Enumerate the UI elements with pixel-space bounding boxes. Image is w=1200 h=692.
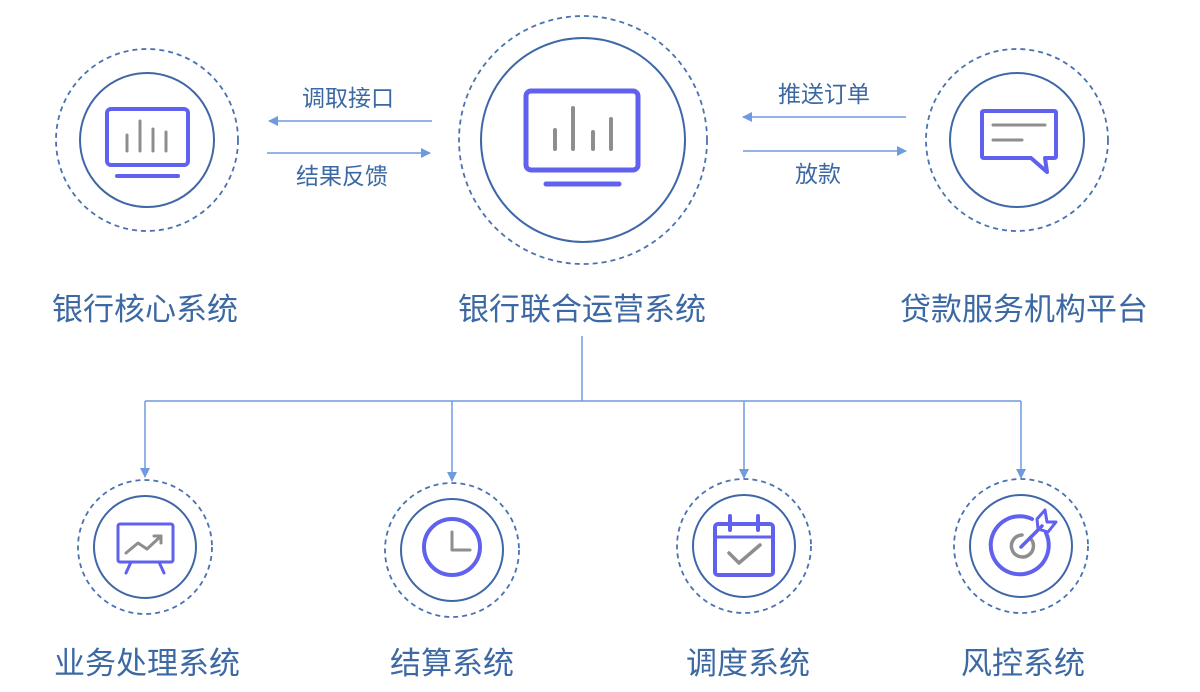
node-label-settlement: 结算系统 bbox=[390, 646, 514, 682]
node-risk-control bbox=[953, 478, 1089, 614]
clock-icon bbox=[422, 517, 482, 577]
node-business-processing bbox=[77, 479, 213, 615]
node-label-bank-core: 银行核心系统 bbox=[52, 292, 238, 328]
node-label-business-processing: 业务处理系统 bbox=[54, 646, 240, 682]
monitor-chart-icon bbox=[105, 107, 190, 178]
node-label-joint-operations: 银行联合运营系统 bbox=[458, 292, 706, 328]
node-label-scheduling: 调度系统 bbox=[686, 646, 810, 682]
edge-label-push-order: 推送订单 bbox=[778, 82, 870, 108]
presentation-trend-icon bbox=[116, 522, 175, 575]
node-label-risk-control: 风控系统 bbox=[961, 646, 1085, 682]
subsystem-connector-tree bbox=[140, 336, 1026, 482]
node-label-loan-platform: 贷款服务机构平台 bbox=[900, 292, 1148, 328]
node-bank-core bbox=[55, 48, 239, 232]
node-settlement bbox=[384, 482, 520, 618]
edge-label-fetch-interface: 调取接口 bbox=[302, 86, 394, 112]
edge-label-result-feedback: 结果反馈 bbox=[296, 164, 388, 190]
node-scheduling bbox=[676, 478, 812, 614]
node-joint-operations bbox=[458, 15, 708, 265]
target-arrow-icon bbox=[988, 508, 1058, 577]
edge-label-disburse-loan: 放款 bbox=[795, 162, 841, 188]
monitor-chart-icon bbox=[523, 88, 641, 187]
message-chat-icon bbox=[980, 109, 1058, 174]
node-loan-platform bbox=[925, 48, 1109, 232]
calendar-check-icon bbox=[713, 514, 775, 577]
